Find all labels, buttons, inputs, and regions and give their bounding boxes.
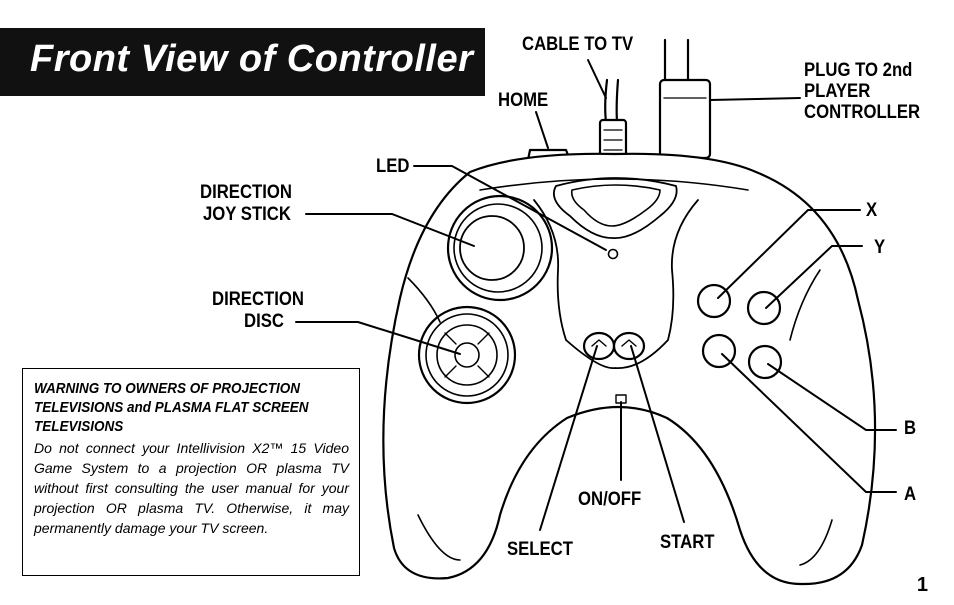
cable-to-tv-label: CABLE TO TV (522, 34, 634, 55)
tv-cable (604, 78, 620, 124)
page-number: 1 (916, 574, 928, 596)
plug-label-line3: CONTROLLER (804, 102, 921, 123)
b-button (747, 344, 783, 380)
controller-body (382, 152, 877, 586)
warning-title: WARNING TO OWNERS OF PROJECTION TELEVISI… (34, 380, 309, 435)
leader-cable (587, 59, 607, 99)
x-button (696, 283, 732, 319)
disc-label-line2: DISC (244, 311, 284, 332)
leader-led (413, 165, 607, 251)
title-banner: Front View of Controller (0, 28, 485, 96)
dpad-inner (436, 324, 498, 386)
warning-body: Do not connect your Intellivision X2™ 15… (34, 440, 349, 536)
second-player-cable (663, 38, 690, 82)
leader-joystick (305, 213, 475, 247)
a-button (701, 333, 737, 369)
a-label: A (904, 484, 917, 505)
x-label: X (866, 200, 878, 221)
on-off-label: ON/OFF (578, 489, 642, 510)
b-label: B (904, 418, 917, 439)
dpad-ring (425, 313, 509, 397)
leader-a (721, 353, 897, 493)
warning-box: WARNING TO OWNERS OF PROJECTION TELEVISI… (22, 368, 360, 576)
joystick-cap (459, 215, 525, 281)
leader-home (535, 111, 549, 149)
joystick-ring (453, 203, 543, 293)
disc-label-line1: DIRECTION (212, 289, 304, 310)
centre-panel (552, 177, 678, 239)
leader-b (767, 363, 897, 431)
led-light (607, 248, 619, 260)
start-label: START (660, 532, 715, 553)
select-label: SELECT (507, 539, 573, 560)
page-title: Front View of Controller (30, 38, 474, 80)
dpad-outer (417, 305, 517, 405)
dpad-center (454, 342, 480, 368)
home-label: HOME (498, 90, 549, 111)
start-button (612, 331, 646, 361)
y-button (746, 290, 782, 326)
second-player-plug (658, 78, 712, 160)
leader-y (765, 245, 863, 309)
joystick-label-line2: JOY STICK (203, 204, 291, 225)
leader-start (630, 345, 685, 523)
led-label: LED (376, 156, 410, 177)
leader-disc (295, 321, 461, 355)
plug-label-line2: PLAYER (804, 81, 871, 102)
plug-label-line1: PLUG TO 2nd (804, 60, 913, 81)
joystick-label-line1: DIRECTION (200, 182, 292, 203)
y-label: Y (874, 237, 886, 258)
leader-select (539, 345, 598, 531)
leader-plug (709, 97, 801, 101)
joystick-outer (446, 194, 554, 302)
leader-x (717, 209, 861, 299)
